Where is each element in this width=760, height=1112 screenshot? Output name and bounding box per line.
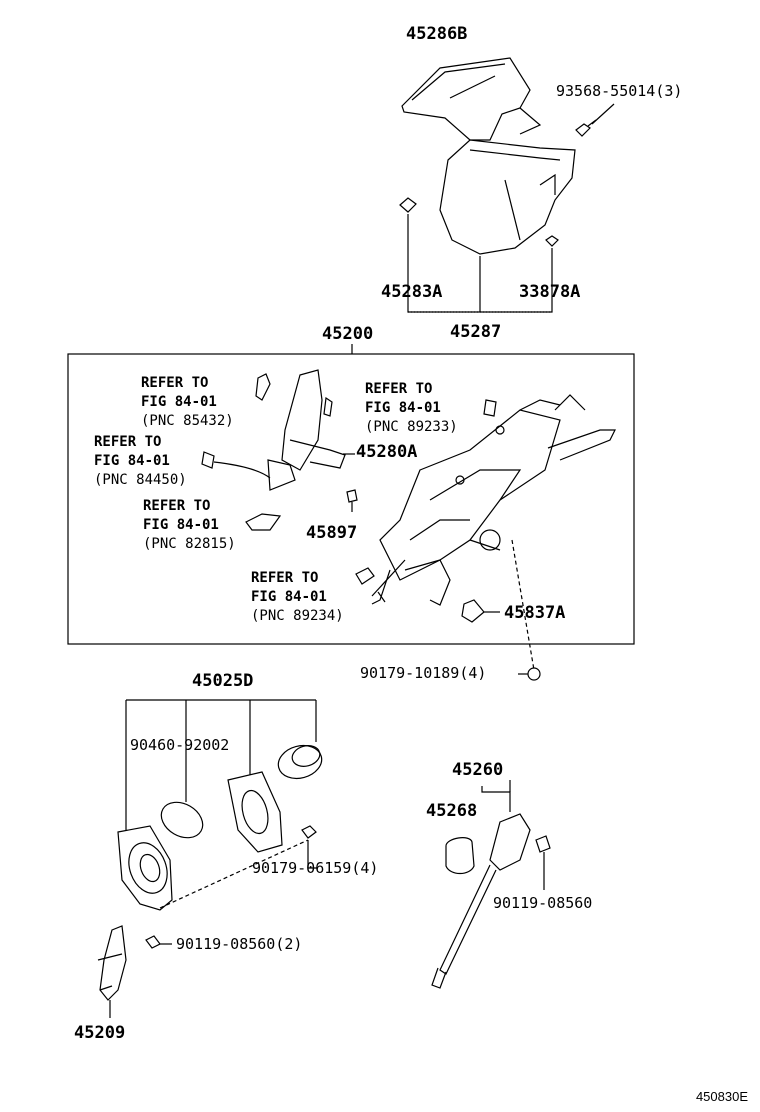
- upper-column-cover: [401, 57, 542, 141]
- label-90179-10189: 90179-10189(4): [360, 664, 487, 682]
- universal-joint-45209: [97, 925, 127, 1018]
- label-33878A: 33878A: [519, 282, 581, 302]
- bolt-45897: [346, 489, 358, 512]
- clip-33878A: [545, 235, 559, 247]
- part-89233: [483, 399, 497, 417]
- label-90119-08560: 90119-08560: [493, 894, 593, 912]
- top-leaders: [407, 214, 553, 313]
- lower-column-cover: [439, 139, 576, 255]
- label-45268: 45268: [426, 801, 478, 821]
- part-89234: [355, 567, 375, 585]
- label-45280A: 45280A: [356, 442, 418, 462]
- boot-45268: [445, 837, 475, 875]
- bracket-45837A: [461, 599, 485, 623]
- nut-90179-06159: [301, 825, 318, 869]
- label-90460-92002: 90460-92002: [130, 736, 230, 754]
- nut-90179-10189: [518, 667, 541, 681]
- gasket-plate: [227, 771, 283, 853]
- label-45209: 45209: [74, 1023, 126, 1043]
- dashed-link-plate: [159, 839, 309, 909]
- bolt-90119-08560: [535, 835, 551, 890]
- label-45283A: 45283A: [381, 282, 443, 302]
- leader-93568: [591, 103, 615, 125]
- label-45287: 45287: [450, 322, 502, 342]
- label-93568-55014: 93568-55014(3): [556, 82, 683, 100]
- label-45260: 45260: [452, 760, 504, 780]
- label-45286B: 45286B: [406, 24, 468, 44]
- intermediate-shaft-45260: [431, 813, 531, 989]
- dust-boot: [277, 744, 323, 780]
- leaders-45025D: [125, 699, 317, 838]
- assembly-box-45200: [67, 353, 635, 645]
- steering-column-assembly: [371, 394, 616, 606]
- label-45025D: 45025D: [192, 671, 254, 691]
- clip-45283A: [399, 197, 417, 213]
- label-45897: 45897: [306, 523, 358, 543]
- label-45837A: 45837A: [504, 603, 566, 623]
- bolt-90119-08560-2: [145, 935, 172, 949]
- hole-cover-plate: [117, 825, 173, 911]
- figure-id: 450830E: [695, 1089, 748, 1104]
- leaders-45260: [481, 780, 511, 812]
- dashed-link-nut: [511, 539, 535, 671]
- bracket-82815: [245, 513, 282, 531]
- seal-ring-90460: [160, 801, 204, 839]
- label-90119-08560-2: 90119-08560(2): [176, 935, 303, 953]
- label-90179-06159: 90179-06159(4): [252, 859, 379, 877]
- label-45200: 45200: [322, 324, 374, 344]
- ignition-lock-parts: [201, 369, 346, 491]
